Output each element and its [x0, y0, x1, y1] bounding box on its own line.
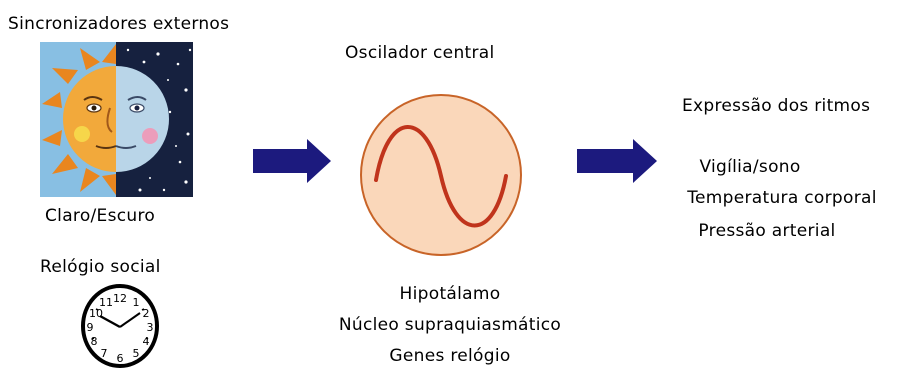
rhythm-expression-heading: Expressão dos ritmos — [682, 96, 870, 116]
oscillator-circle — [358, 92, 524, 258]
social-clock-label: Relógio social — [40, 257, 161, 277]
oscillator-line-2: Núcleo supraquiasmático — [305, 315, 595, 335]
clock-number-9: 9 — [87, 321, 94, 334]
oscillator-line-3: Genes relógio — [365, 346, 535, 366]
external-synchronizers-heading: Sincronizadores externos — [8, 14, 229, 34]
clock-number-8: 8 — [91, 335, 98, 348]
clock-number-12: 12 — [113, 292, 127, 305]
clock-number-1: 1 — [133, 296, 140, 309]
clock-number-7: 7 — [101, 347, 108, 360]
sun-moon-image — [40, 42, 193, 197]
output-item-blood-pressure: Pressão arterial — [682, 221, 852, 241]
clock-number-4: 4 — [143, 335, 150, 348]
output-item-body-temperature: Temperatura corporal — [664, 188, 900, 208]
clock-number-11: 11 — [99, 296, 113, 309]
input-arrow — [253, 137, 333, 187]
central-oscillator-heading: Oscilador central — [345, 43, 495, 63]
clock-number-5: 5 — [133, 347, 140, 360]
output-item-sleep-wake: Vigília/sono — [680, 157, 820, 177]
clock-icon: 12 1 2 3 4 5 6 7 8 9 10 11 — [80, 283, 160, 369]
oscillator-line-1: Hipotálamo — [372, 284, 528, 304]
light-dark-label: Claro/Escuro — [45, 206, 155, 226]
clock-number-3: 3 — [147, 321, 154, 334]
clock-number-6: 6 — [117, 352, 124, 365]
output-arrow — [577, 137, 659, 187]
